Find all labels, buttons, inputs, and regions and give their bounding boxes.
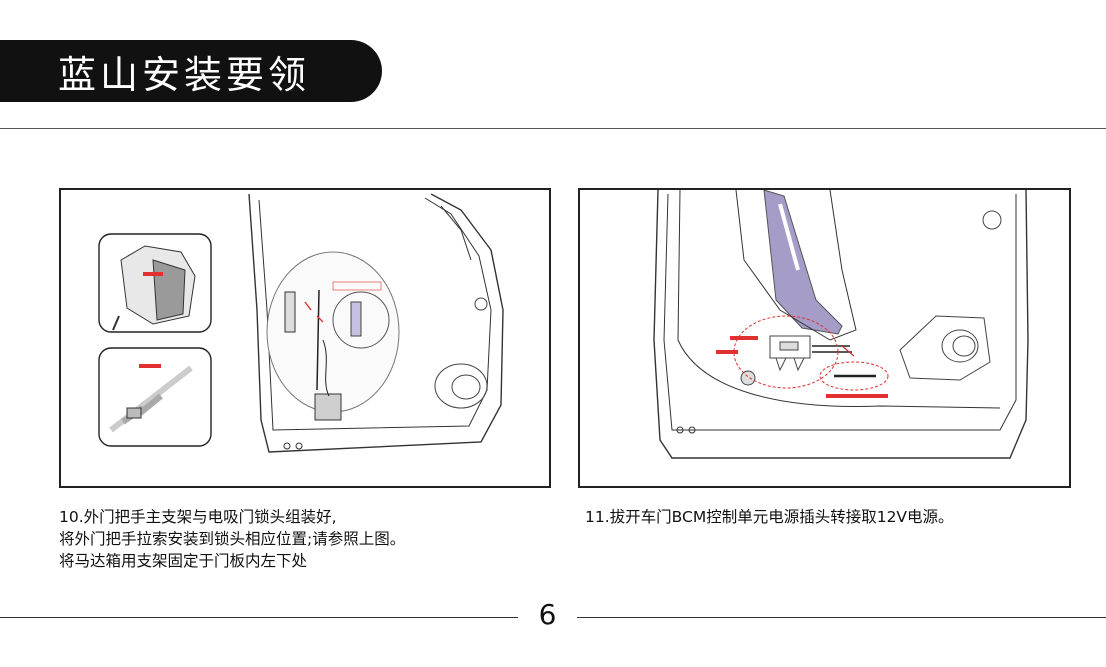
step-11-line-1: 11.拔开车门BCM控制单元电源插头转接取12V电源。 [585,508,954,526]
section-title: 蓝山安装要领 [58,52,311,97]
page-number: 6 [538,598,557,631]
door-lock-drawing [98,193,504,453]
illustration-step-10 [59,188,551,488]
section-title-tab: 蓝山安装要领 [0,40,382,102]
step-10-caption: 10.外门把手主支架与电吸门锁头组装好, 将外门把手拉索安装到锁头相应位置;请参… [59,506,539,572]
step-10-line-2: 将外门把手拉索安装到锁头相应位置;请参照上图。 [59,530,406,548]
step-11-caption: 11.拔开车门BCM控制单元电源插头转接取12V电源。 [585,506,1065,528]
footer-rule-right [577,617,1106,618]
door-bcm-drawing [653,190,1029,459]
footer-rule-left [0,617,518,618]
header-divider [0,128,1106,129]
step-10-line-1: 10.外门把手主支架与电吸门锁头组装好, [59,508,337,526]
illustration-step-11 [578,188,1071,488]
step-10-line-3: 将马达箱用支架固定于门板内左下处 [59,552,308,570]
